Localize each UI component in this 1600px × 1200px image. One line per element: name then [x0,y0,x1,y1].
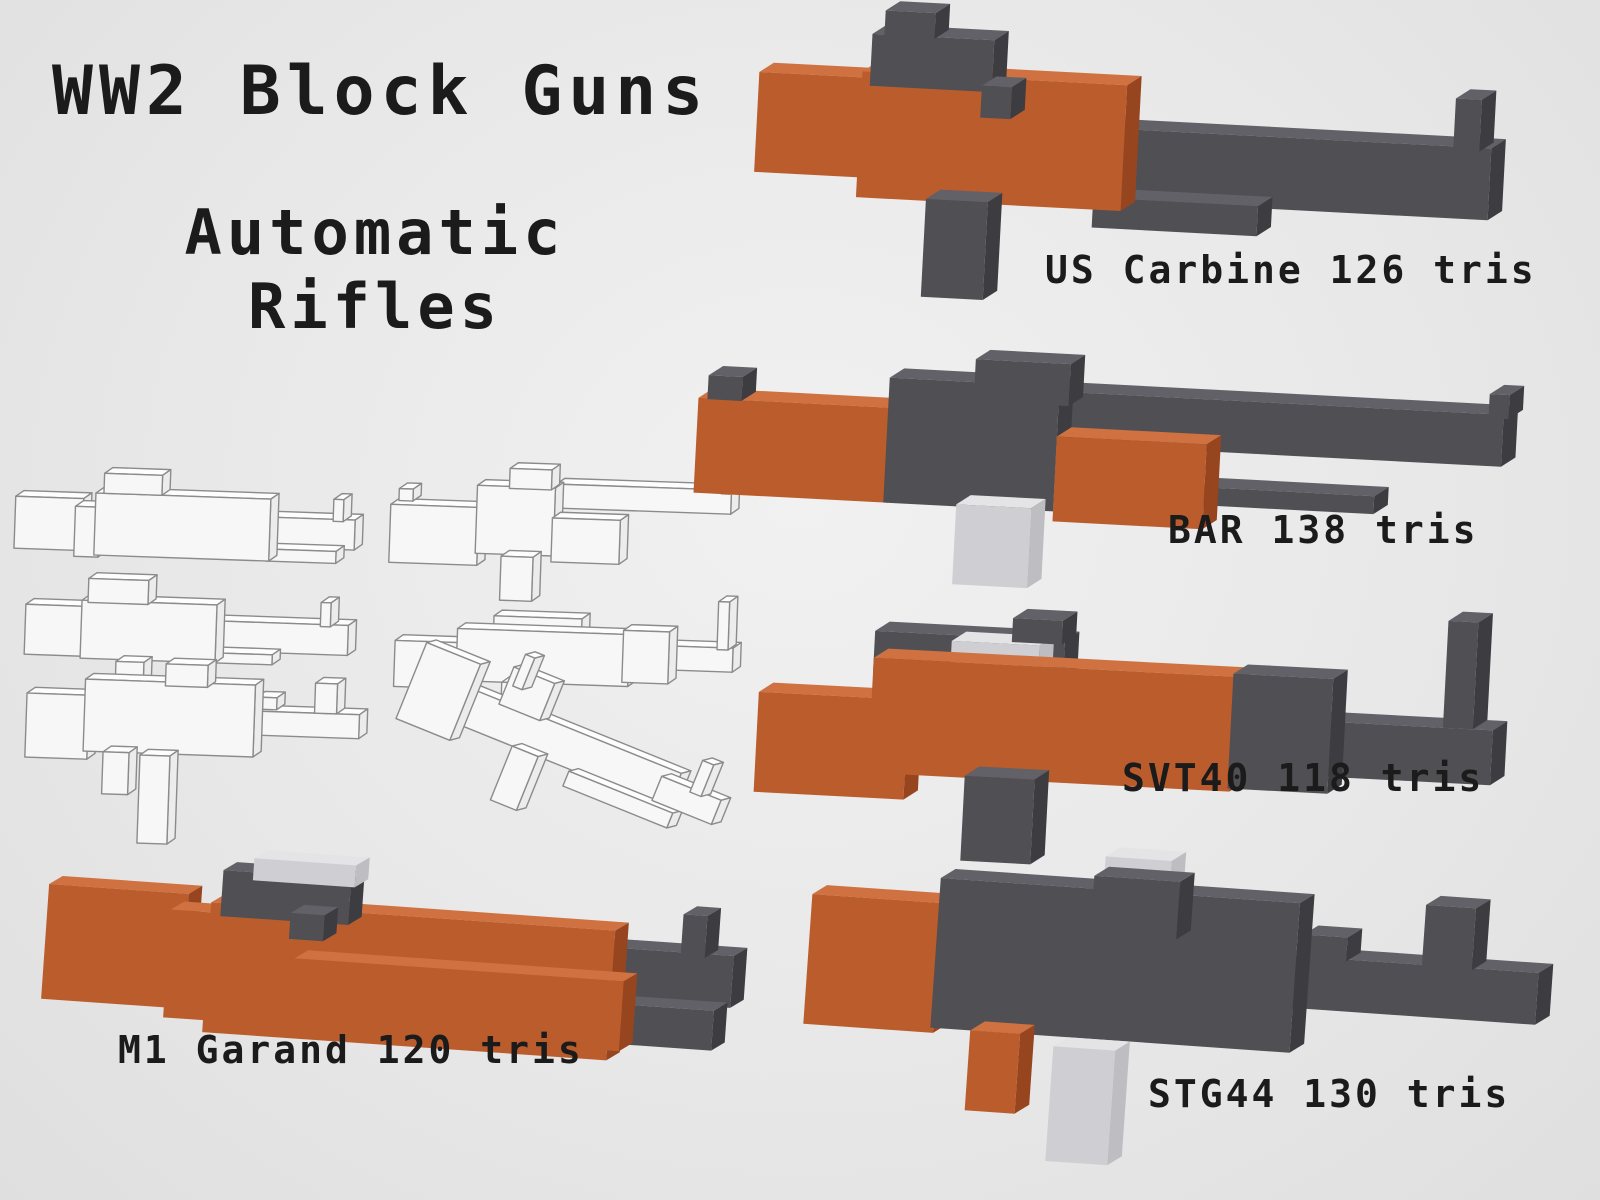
subtitle-line-1: Automatic [184,196,566,269]
wireframe-5-nub [255,690,286,711]
gun-m1-garand-front-sight [680,906,722,958]
wireframe-3-sight [319,596,341,628]
wireframe-thumbnail-1 [13,466,365,565]
gun-bar-front-sight [1488,384,1525,420]
wireframe-1-barrel-low [264,542,345,565]
wireframe-4-band [621,623,679,685]
gun-render-m1-garand-icon [41,850,748,1061]
wireframe-3-receiver [87,571,158,606]
subtitle-line-2: Rifles [248,270,502,344]
wireframe-2-receiver-top [508,462,562,491]
wireframe-2-stock [388,497,488,567]
model-label-svt40: SVT40 118 tris [1122,756,1485,800]
gun-m1-garand-receiver-top [252,850,370,888]
wireframe-thumbnail-5 [24,657,369,845]
wireframe-thumbnail-2 [388,462,741,602]
gun-bar-stock [693,388,908,503]
gun-svt40-rear-sight [1011,608,1078,645]
gun-stg44-barrel-nub [1302,925,1363,962]
gun-stg44-front-sight [1421,895,1491,971]
gun-stg44-rear-sight-block [1090,866,1195,940]
model-label-bar: BAR 138 tris [1168,508,1479,552]
gun-render-us-carbine-icon [754,1,1506,300]
wireframe-1-receiver [103,466,172,497]
model-label-us-carbine: US Carbine 126 tris [1045,248,1537,292]
wireframe-5-magazine [136,748,179,845]
gun-m1-garand-bolt-handle [288,904,339,942]
gun-bar-receiver-top [973,349,1086,407]
gun-render-stg44-icon [803,847,1554,1166]
wireframe-2-forend [550,511,630,566]
gun-render-svt40-icon [753,608,1508,865]
gun-stg44-grip [964,1021,1035,1114]
gun-us-carbine-front-sight [1453,89,1497,152]
gun-bar-magazine [952,495,1046,589]
wireframe-2-receiver [474,478,565,557]
gun-bar-stock-sight [707,365,758,401]
wireframe-6-sight [689,757,725,798]
gun-stg44-magazine [1045,1037,1130,1166]
wireframe-rotated-group [395,639,732,829]
gun-m1-garand-forend-ridge [289,950,638,1052]
wireframe-6-magazine [489,742,549,812]
gun-render-bar-icon [693,349,1525,589]
wireframe-6-body [439,678,692,810]
gun-svt40-barrel-band [1227,664,1348,794]
wireframe-5-sight [313,676,347,715]
wireframe-thumbnail-3 [23,571,358,716]
wireframe-2-magazine [498,549,542,602]
gun-us-carbine-rear-sight [884,1,951,40]
wireframe-thumbnail-6 [395,639,732,829]
wireframe-4-sight [716,595,739,651]
gun-bar-forend [1052,427,1222,530]
model-label-m1-garand: M1 Garand 120 tris [118,1028,584,1072]
wireframe-3-barrel [211,614,358,657]
gun-us-carbine-barrel-step [1091,188,1273,237]
poster-subtitle: Automatic Rifles [90,196,660,345]
model-label-stg44: STG44 130 tris [1148,1072,1511,1116]
wireframe-5-grip [100,745,138,796]
wireframe-6-pin [512,651,546,691]
poster-title: WW2 Block Guns [52,52,710,131]
gun-svt40-magazine [960,766,1050,865]
wireframe-6-butt [395,639,491,741]
gun-bar-gas-tube [1198,477,1389,515]
gun-svt40-front-sight [1442,611,1493,730]
wireframe-1-sight [332,492,353,523]
wireframe-5-top-block [164,657,218,689]
wireframe-2-stock-sight [398,482,423,502]
wireframe-1-body [93,486,280,562]
gun-us-carbine-bolt [980,76,1027,120]
gun-us-carbine-magazine [920,189,1003,300]
